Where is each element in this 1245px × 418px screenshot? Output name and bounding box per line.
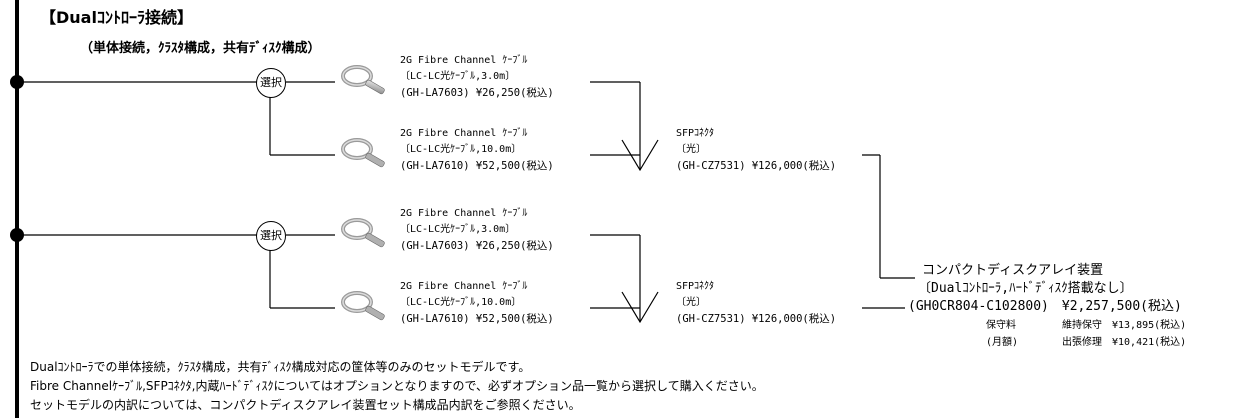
note-line: セットモデルの内訳については、コンパクトディスクアレイ装置セット構成品内訳をご参… xyxy=(30,398,581,412)
cable-price: (GH-LA7603) ¥26,250(税込) xyxy=(400,240,554,252)
connector-name: SFPｺﾈｸﾀ xyxy=(676,128,715,139)
fibre-cable-icon xyxy=(341,291,385,321)
note-line: Dualｺﾝﾄﾛｰﾗでの単体接続，ｸﾗｽﾀ構成，共有ﾃﾞｨｽｸ構成対応の筐体等の… xyxy=(30,360,531,374)
cable-price: (GH-LA7610) ¥52,500(税込) xyxy=(400,160,554,172)
cable-price: (GH-LA7610) ¥52,500(税込) xyxy=(400,313,554,325)
note-line: Fibre Channelｹｰﾌﾞﾙ,SFPｺﾈｸﾀ,内蔵ﾊｰﾄﾞﾃﾞｨｽｸにつ… xyxy=(30,379,764,393)
cable-name: 2G Fibre Channel ｹｰﾌﾞﾙ xyxy=(400,55,528,66)
device-spec: 〔Dualｺﾝﾄﾛｰﾗ,ﾊｰﾄﾞﾃﾞｨｽｸ搭載なし〕 xyxy=(918,281,1133,296)
connector-spec: 〔光〕 xyxy=(676,297,706,308)
cable-spec: 〔LC-LC光ｹｰﾌﾞﾙ,3.0m〕 xyxy=(400,224,516,235)
cable-spec: 〔LC-LC光ｹｰﾌﾞﾙ,10.0m〕 xyxy=(400,144,522,155)
page-subtitle: （単体接続，ｸﾗｽﾀ構成，共有ﾃﾞｨｽｸ構成） xyxy=(80,41,321,56)
fibre-cable-icon xyxy=(341,65,385,95)
maintenance-fee-dispatch: 出張修理 ¥10,421(税込) xyxy=(1062,337,1187,348)
cable-name: 2G Fibre Channel ｹｰﾌﾞﾙ xyxy=(400,208,528,219)
connector-price: (GH-CZ7531) ¥126,000(税込) xyxy=(676,160,837,172)
select-node[interactable]: 選択 xyxy=(256,68,286,98)
cable-spec: 〔LC-LC光ｹｰﾌﾞﾙ,3.0m〕 xyxy=(400,71,516,82)
bus-junction-dot xyxy=(10,75,24,89)
maintenance-fee-onsite: 維持保守 ¥13,895(税込) xyxy=(1062,320,1187,331)
main-bus-line xyxy=(15,0,19,418)
fibre-cable-icon xyxy=(341,138,385,168)
select-node[interactable]: 選択 xyxy=(256,221,286,251)
cable-price: (GH-LA7603) ¥26,250(税込) xyxy=(400,87,554,99)
maintenance-fee-label: 保守料 xyxy=(986,320,1016,331)
connector-spec: 〔光〕 xyxy=(676,144,706,155)
cable-name: 2G Fibre Channel ｹｰﾌﾞﾙ xyxy=(400,128,528,139)
connector-name: SFPｺﾈｸﾀ xyxy=(676,281,715,292)
maintenance-fee-period: (月額) xyxy=(986,337,1019,348)
device-name: コンパクトディスクアレイ装置 xyxy=(922,263,1104,278)
cable-spec: 〔LC-LC光ｹｰﾌﾞﾙ,10.0m〕 xyxy=(400,297,522,308)
fibre-cable-icon xyxy=(341,218,385,248)
device-price: (GH0CR804-C102800) ¥2,257,500(税込) xyxy=(908,299,1182,314)
bus-junction-dot xyxy=(10,228,24,242)
page-title: 【Dualｺﾝﾄﾛｰﾗ接続】 xyxy=(40,8,193,27)
connector-price: (GH-CZ7531) ¥126,000(税込) xyxy=(676,313,837,325)
cable-name: 2G Fibre Channel ｹｰﾌﾞﾙ xyxy=(400,281,528,292)
